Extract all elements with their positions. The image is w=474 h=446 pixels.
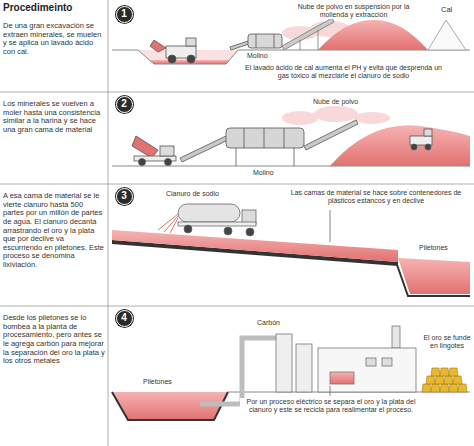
step-description: Desde los piletones se lo bombea a la pl… [3, 314, 105, 366]
annotation: Nube de polvo [312, 98, 359, 106]
part-name: Piletones [142, 378, 173, 386]
step-description: Los minerales se vuelven a moler hasta u… [3, 100, 105, 135]
step-description: De una gran excavación se extraen minera… [3, 22, 105, 57]
annotation: Por un proceso eléctrico se separa el or… [240, 398, 422, 414]
step-number: 4 [121, 313, 127, 323]
part-name: Piletones [418, 244, 449, 252]
step-number: 3 [121, 191, 127, 201]
annotation: El lavado ácido de cal aumenta el PH y e… [240, 64, 447, 80]
step-number-circle: 3 [116, 188, 133, 205]
title: Procedimeinto [3, 2, 72, 14]
step-description: A esa cama de material se le vierte cian… [3, 192, 105, 270]
part-name: Molino [252, 169, 275, 177]
step-number-circle: 2 [116, 96, 133, 113]
part-name: Molino [246, 52, 269, 60]
step-number: 1 [121, 9, 127, 19]
annotation: Las camas de material se hace sobre cont… [285, 189, 467, 205]
step-number: 2 [121, 99, 127, 109]
part-name: Cianuro de sodio [165, 190, 220, 198]
part-name: Cal [440, 6, 453, 15]
annotation: El oro se funde en lingotes [422, 334, 472, 350]
step-number-circle: 1 [116, 6, 133, 23]
part-name: Carbón [256, 319, 281, 327]
step-number-circle: 4 [116, 310, 133, 327]
annotation: Nube de polvo en suspensión por la molie… [285, 3, 422, 19]
